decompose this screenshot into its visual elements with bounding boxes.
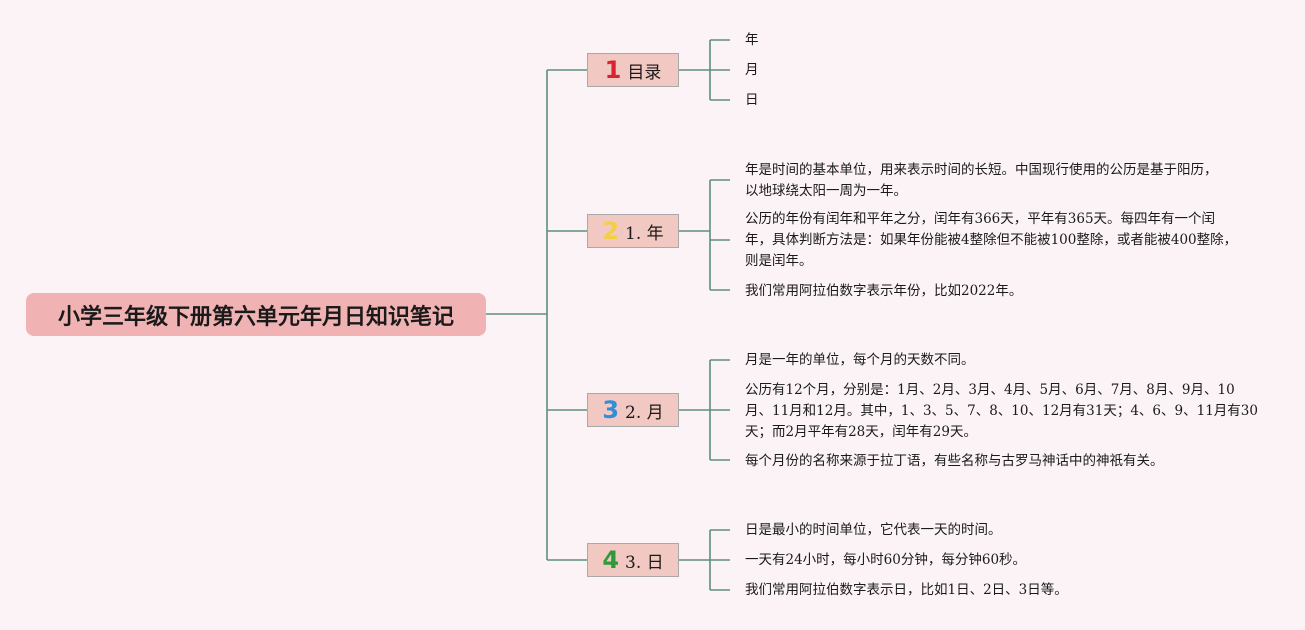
branch-label: 2. 月 <box>625 402 664 423</box>
leaf-day-notation[interactable]: 我们常用阿拉伯数字表示日，比如1日、2日、3日等。 <box>745 582 1068 598</box>
leaf-month[interactable]: 月 <box>745 62 759 78</box>
leaf-leap-year[interactable]: 公历的年份有闰年和平年之分，闰年有366天，平年有365天。每四年有一个闰 年，… <box>745 211 1238 269</box>
branch-label: 3. 日 <box>625 552 664 573</box>
branch-label: 目录 <box>627 62 662 83</box>
leaf-month-names[interactable]: 每个月份的名称来源于拉丁语，有些名称与古罗马神话中的神祇有关。 <box>745 453 1164 469</box>
branch-label: 1. 年 <box>625 223 664 244</box>
leaf-day[interactable]: 日 <box>745 92 759 108</box>
leaf-year[interactable]: 年 <box>745 32 759 48</box>
leaf-month-definition[interactable]: 月是一年的单位，每个月的天数不同。 <box>745 352 975 368</box>
branch-year[interactable]: 2 1. 年 <box>587 214 679 248</box>
branch-contents[interactable]: 1 目录 <box>587 53 679 87</box>
number-one-icon: 1 <box>604 56 622 84</box>
leaf-day-definition[interactable]: 日是最小的时间单位，它代表一天的时间。 <box>745 522 1002 538</box>
root-topic[interactable]: 小学三年级下册第六单元年月日知识笔记 <box>26 293 486 336</box>
leaf-year-definition[interactable]: 年是时间的基本单位，用来表示时间的长短。中国现行使用的公历是基于阳历， 以地球绕… <box>745 162 1218 199</box>
branch-day[interactable]: 4 3. 日 <box>587 543 679 577</box>
leaf-year-notation[interactable]: 我们常用阿拉伯数字表示年份，比如2022年。 <box>745 283 1023 299</box>
number-two-icon: 2 <box>602 217 620 245</box>
number-three-icon: 3 <box>602 396 620 424</box>
root-title: 小学三年级下册第六单元年月日知识笔记 <box>57 304 454 330</box>
branch-month[interactable]: 3 2. 月 <box>587 393 679 427</box>
number-four-icon: 4 <box>602 546 620 574</box>
leaf-day-hours[interactable]: 一天有24小时，每小时60分钟，每分钟60秒。 <box>745 552 1027 568</box>
leaf-month-days[interactable]: 公历有12个月，分别是：1月、2月、3月、4月、5月、6月、7月、8月、9月、1… <box>745 382 1258 440</box>
